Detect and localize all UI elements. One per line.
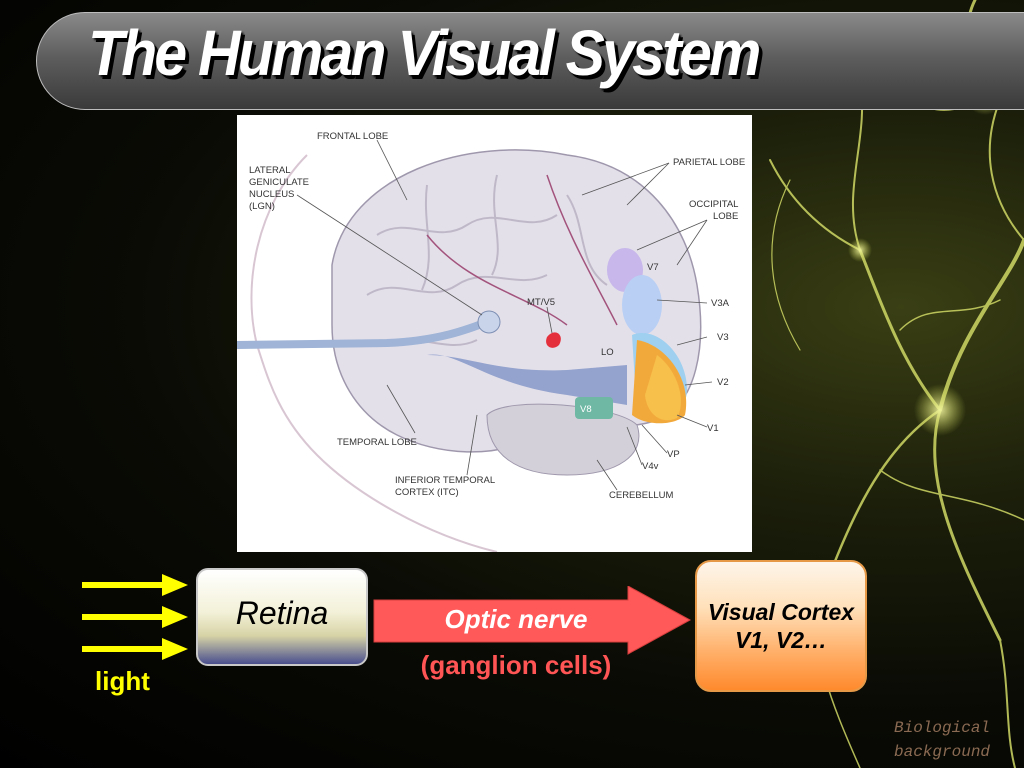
label-lgn-4: (LGN) bbox=[249, 201, 275, 212]
lgn-node bbox=[477, 310, 501, 334]
label-lgn-1: LATERAL bbox=[249, 165, 291, 176]
label-v3a: V3A bbox=[711, 298, 730, 309]
v1-area bbox=[645, 355, 681, 421]
optic-radiation bbox=[427, 354, 627, 405]
label-temporal-lobe: TEMPORAL LOBE bbox=[337, 437, 417, 448]
biological-background-caption: Biological background bbox=[894, 716, 1018, 764]
label-v1: V1 bbox=[707, 423, 719, 434]
retina-label: Retina bbox=[235, 594, 329, 631]
label-vp: VP bbox=[667, 449, 680, 460]
cerebellum-shape bbox=[486, 403, 640, 476]
caption-line-1: Biological bbox=[894, 719, 991, 737]
light-label: light bbox=[95, 666, 150, 696]
retina-box: Retina bbox=[196, 568, 368, 666]
head-outline bbox=[250, 154, 498, 552]
label-mt-v5: MT/V5 bbox=[527, 297, 555, 308]
optic-nerve-label: Optic nerve bbox=[444, 604, 588, 634]
light-arrows bbox=[82, 574, 188, 660]
ganglion-cells-label: (ganglion cells) bbox=[420, 650, 612, 680]
v8-area bbox=[575, 397, 613, 419]
caption-line-2: background bbox=[894, 743, 991, 761]
label-v4v: V4v bbox=[642, 461, 659, 472]
label-frontal-lobe: FRONTAL LOBE bbox=[317, 131, 388, 142]
label-v3: V3 bbox=[717, 332, 729, 343]
label-v8: V8 bbox=[580, 404, 592, 415]
visual-areas-label: V1, V2… bbox=[734, 627, 828, 653]
label-cerebellum: CEREBELLUM bbox=[609, 490, 673, 501]
label-parietal-lobe: PARIETAL LOBE bbox=[673, 157, 745, 168]
label-lo: LO bbox=[601, 347, 614, 358]
v3a-area bbox=[622, 275, 662, 335]
label-lgn-2: GENICULATE bbox=[249, 177, 309, 188]
mt-v5-area bbox=[546, 332, 561, 348]
slide-title: The Human Visual System bbox=[88, 17, 761, 89]
optic-nerve-arrow bbox=[373, 586, 692, 655]
label-occipital-1: OCCIPITAL bbox=[689, 199, 738, 210]
label-v7: V7 bbox=[647, 262, 659, 273]
title-bar bbox=[36, 12, 1024, 110]
label-occipital-2: LOBE bbox=[713, 211, 738, 222]
label-lgn-3: NUCLEUS bbox=[249, 189, 294, 200]
brain-illustration: FRONTAL LOBE LATERAL GENICULATE NUCLEUS … bbox=[237, 131, 745, 552]
brain-diagram: FRONTAL LOBE LATERAL GENICULATE NUCLEUS … bbox=[237, 115, 752, 552]
label-v2: V2 bbox=[717, 377, 729, 388]
visual-cortex-label: Visual Cortex bbox=[707, 599, 855, 625]
label-itc-1: INFERIOR TEMPORAL bbox=[395, 475, 495, 486]
visual-cortex-box: Visual Cortex V1, V2… bbox=[695, 560, 867, 692]
label-itc-2: CORTEX (ITC) bbox=[395, 487, 459, 498]
